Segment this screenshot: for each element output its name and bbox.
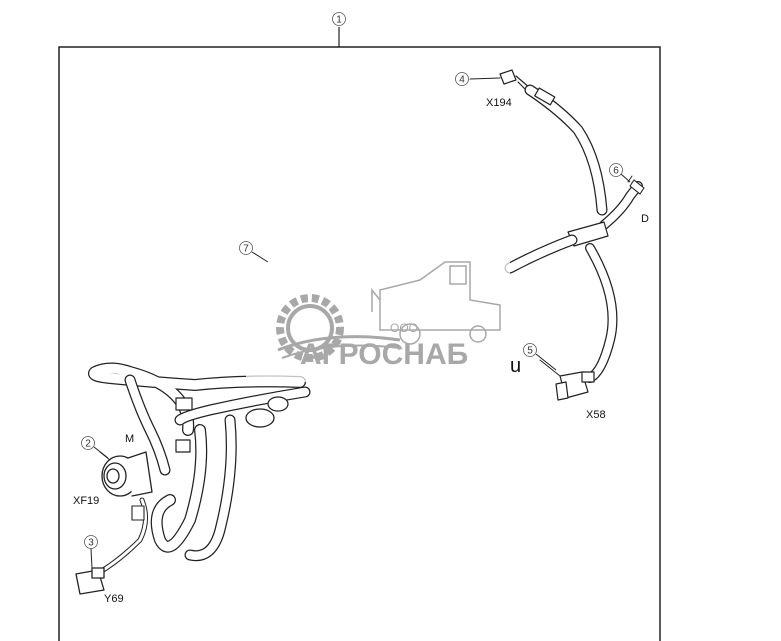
xf19-connector — [99, 451, 153, 497]
label-m: M — [125, 433, 134, 445]
callout-3: 3 — [84, 535, 98, 549]
x58-connector — [539, 359, 595, 401]
lower-harness — [75, 362, 311, 595]
x194-connector — [469, 69, 531, 93]
callout-6-leader — [620, 173, 631, 183]
agrosnab-watermark: ООО АГРОСНАБ — [246, 261, 510, 382]
callout-4: 4 — [455, 72, 469, 86]
label-y69: Y69 — [104, 593, 124, 605]
callout-7: 7 — [239, 241, 253, 255]
callout-3-number: 3 — [88, 538, 94, 549]
diagram-frame — [58, 46, 661, 641]
watermark-company-prefix: ООО — [390, 321, 418, 335]
callout-2-number: 2 — [85, 439, 91, 450]
label-d: D — [641, 213, 649, 225]
callout-2: 2 — [81, 436, 95, 450]
callout-1: 1 — [332, 12, 346, 26]
combine-harvester-icon — [371, 261, 501, 345]
callout-1-number: 1 — [336, 15, 342, 26]
callout-4-number: 4 — [459, 75, 465, 86]
label-x194: X194 — [486, 97, 512, 109]
label-xf19: XF19 — [73, 495, 99, 507]
label-x58: X58 — [586, 409, 606, 421]
callout-6: 6 — [609, 163, 623, 177]
watermark-company-name: АГРОСНАБ — [300, 338, 468, 371]
callout-6-number: 6 — [613, 166, 619, 177]
callout-7-leader — [251, 251, 269, 263]
callout-5-leader — [535, 353, 557, 371]
label-stray-u: u — [510, 355, 521, 377]
y69-connector — [75, 548, 105, 595]
callout-5: 5 — [523, 343, 537, 357]
callout-7-number: 7 — [243, 244, 249, 255]
upper-harness — [469, 69, 645, 401]
callout-5-number: 5 — [527, 346, 533, 357]
callout-2-leader — [93, 446, 109, 459]
